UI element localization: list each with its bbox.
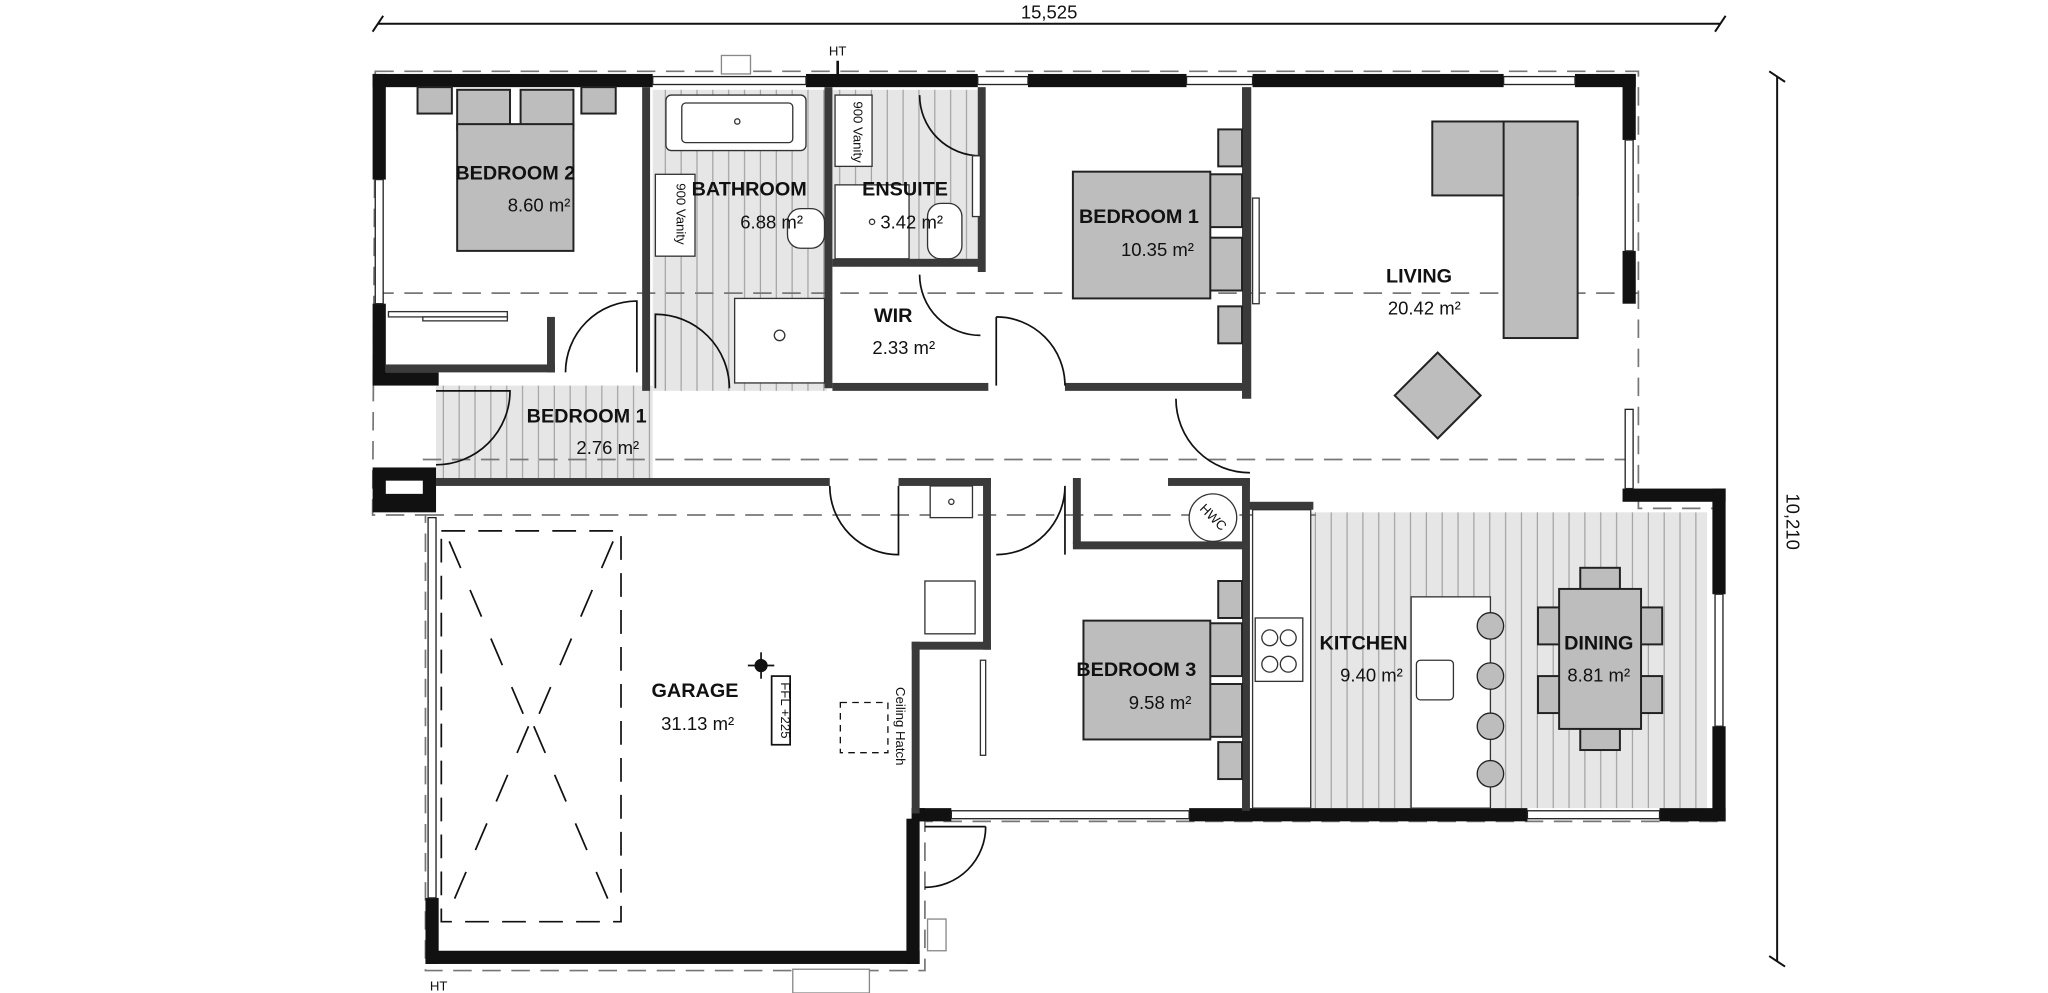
- svg-text:BEDROOM 1: BEDROOM 1: [527, 406, 647, 428]
- bedroom-2-bed: [387, 86, 617, 322]
- svg-text:HT: HT: [430, 978, 448, 993]
- living-sofa: [1393, 120, 1579, 440]
- room-label-bedroom-3: BEDROOM 3 9.58 m²: [1076, 659, 1196, 713]
- bathroom-fixtures: 900 Vanity: [654, 94, 826, 384]
- hose-tap-top: HT: [720, 43, 847, 77]
- svg-text:20.42 m²: 20.42 m²: [1388, 297, 1461, 318]
- svg-text:BEDROOM 3: BEDROOM 3: [1076, 659, 1196, 681]
- svg-text:KITCHEN: KITCHEN: [1320, 633, 1408, 655]
- garage-door-swing: [440, 529, 622, 923]
- svg-text:9.58 m²: 9.58 m²: [1129, 692, 1192, 713]
- svg-text:3.42 m²: 3.42 m²: [880, 211, 943, 232]
- room-label-garage: GARAGE 31.13 m²: [652, 680, 739, 734]
- svg-text:BEDROOM 1: BEDROOM 1: [1079, 206, 1199, 228]
- dimension-depth: 10,210: [1768, 70, 1803, 968]
- kitchen-dining-floor: [1310, 512, 1708, 809]
- exterior-walls: [372, 73, 1726, 964]
- laundry-floor: [436, 385, 653, 479]
- svg-text:LIVING: LIVING: [1386, 266, 1452, 288]
- bathroom-vanity-label: 900 Vanity: [673, 183, 688, 245]
- room-label-dining: DINING 8.81 m²: [1564, 633, 1633, 686]
- svg-text:GARAGE: GARAGE: [652, 680, 739, 702]
- svg-text:2.76 m²: 2.76 m²: [576, 437, 639, 458]
- bedroom-3-bed: [979, 580, 1244, 781]
- svg-text:DINING: DINING: [1564, 633, 1633, 655]
- windows: [374, 75, 1724, 899]
- room-label-kitchen: KITCHEN 9.40 m²: [1320, 633, 1408, 686]
- ceiling-hatch-label: Ceiling Hatch: [893, 687, 908, 765]
- doors: [436, 95, 1250, 889]
- ensuite-vanity-label: 900 Vanity: [851, 101, 866, 163]
- svg-text:2.33 m²: 2.33 m²: [872, 337, 935, 358]
- svg-text:10.35 m²: 10.35 m²: [1121, 239, 1194, 260]
- svg-text:WIR: WIR: [874, 305, 912, 327]
- dimension-depth-label: 10,210: [1782, 493, 1803, 550]
- svg-text:8.81 m²: 8.81 m²: [1567, 664, 1630, 685]
- room-label-bedroom-1: BEDROOM 1 10.35 m²: [1079, 206, 1199, 260]
- svg-text:BATHROOM: BATHROOM: [692, 178, 807, 200]
- ensuite-fixtures: 900 Vanity: [834, 94, 982, 260]
- dining-table: [1536, 566, 1664, 752]
- svg-text:31.13 m²: 31.13 m²: [661, 713, 734, 734]
- room-label-bedroom-2: BEDROOM 2 8.60 m²: [455, 163, 575, 216]
- interior-walls: [385, 87, 1314, 814]
- garage-annotations: FFL +225 Ceiling Hatch: [747, 652, 908, 765]
- svg-text:6.88 m²: 6.88 m²: [740, 211, 803, 232]
- hose-tap-bottom: HT: [430, 918, 947, 993]
- room-label-wir: WIR 2.33 m²: [872, 305, 935, 358]
- svg-text:BEDROOM 2: BEDROOM 2: [455, 163, 575, 185]
- ffl-label: FFL +225: [778, 682, 793, 738]
- room-label-ensuite: ENSUITE 3.42 m²: [862, 178, 948, 232]
- laundry-fixtures: HWC: [924, 485, 1238, 635]
- dimension-width-label: 15,525: [1021, 1, 1078, 22]
- room-label-living: LIVING 20.42 m²: [1386, 266, 1461, 319]
- room-label-laundry: BEDROOM 1 2.76 m²: [527, 406, 647, 459]
- kitchen-fixtures: [1251, 509, 1505, 809]
- dimension-width: 15,525: [371, 1, 1727, 33]
- svg-text:ENSUITE: ENSUITE: [862, 178, 948, 200]
- bedroom-1-bed: [1071, 128, 1260, 345]
- svg-text:9.40 m²: 9.40 m²: [1340, 664, 1403, 685]
- room-label-bathroom: BATHROOM 6.88 m²: [692, 178, 807, 232]
- svg-text:8.60 m²: 8.60 m²: [508, 194, 571, 215]
- svg-text:HT: HT: [829, 43, 847, 58]
